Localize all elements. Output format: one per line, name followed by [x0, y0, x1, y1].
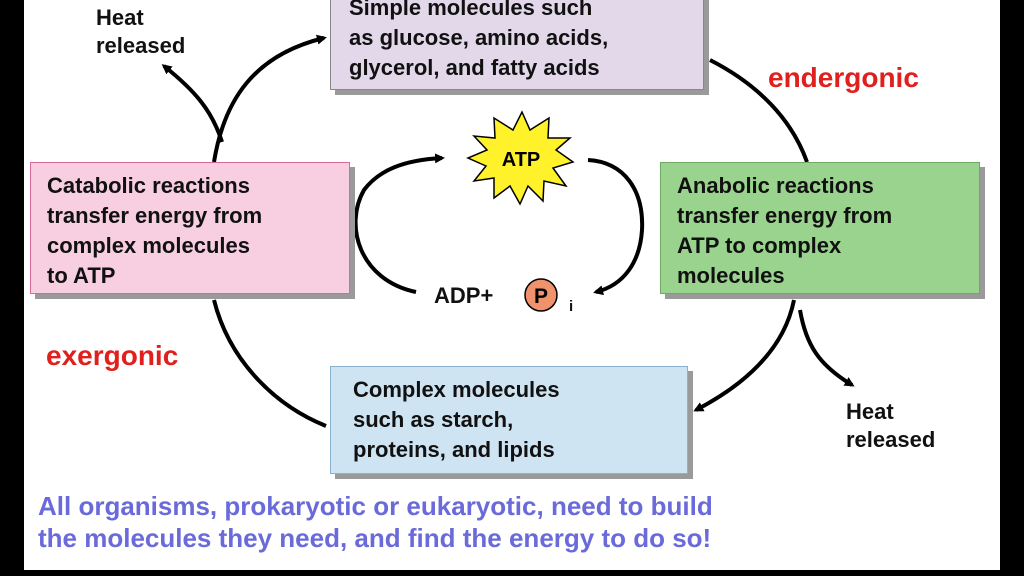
heat-left-line: Heat — [96, 5, 144, 30]
anabolic-reactions-box: Anabolic reactions transfer energy from … — [660, 162, 980, 294]
complex-molecules-box: Complex molecules such as starch, protei… — [330, 366, 688, 474]
adp-label: ADP+ — [434, 283, 494, 308]
heat-left-line: released — [96, 33, 186, 58]
anabolic-line: Anabolic reactions — [677, 173, 874, 198]
heat-right-line: released — [846, 427, 936, 452]
cycle-arrows: ATP P — [161, 34, 855, 428]
catabolic-reactions-box: Catabolic reactions transfer energy from… — [30, 162, 350, 294]
catabolic-line: to ATP — [47, 263, 116, 288]
heat-released-left: Heat released — [96, 4, 185, 60]
anabolic-line: molecules — [677, 263, 785, 288]
arrow-adp-to-atp — [353, 153, 445, 294]
anabolic-line: transfer energy from — [677, 203, 893, 228]
arrow-heat-right — [798, 309, 855, 387]
complex-line: proteins, and lipids — [353, 437, 555, 462]
footer-caption: All organisms, prokaryotic or eukaryotic… — [38, 490, 998, 554]
simple-molecules-box: Simple molecules such as glucose, amino … — [330, 0, 704, 90]
endergonic-label: endergonic — [768, 62, 919, 93]
arrow-atp-to-adp — [587, 158, 645, 296]
catabolic-line: complex molecules — [47, 233, 250, 258]
atp-label: ATP — [502, 149, 541, 171]
phosphate-circle-icon — [524, 278, 558, 312]
phosphate-label: P — [534, 285, 548, 308]
arrow-complex-to-catabolic — [212, 299, 327, 428]
arrow-simple-to-anabolic — [709, 58, 809, 163]
anabolic-line: ATP to complex — [677, 233, 842, 258]
complex-line: such as starch, — [353, 407, 514, 432]
catabolic-line: Catabolic reactions — [47, 173, 250, 198]
simple-line: as glucose, amino acids, — [349, 25, 609, 50]
arrow-catabolic-to-simple — [212, 34, 327, 163]
arrow-anabolic-to-complex — [693, 299, 796, 412]
heat-right-line: Heat — [846, 399, 894, 424]
complex-line: Complex molecules — [353, 377, 560, 402]
diagram-canvas: ATP P Simple molecules such as glucose, … — [24, 0, 1000, 570]
heat-released-right: Heat released — [846, 398, 935, 454]
footer-line: All organisms, prokaryotic or eukaryotic… — [38, 491, 713, 521]
arrow-heat-left — [161, 64, 224, 143]
phosphate-subscript: i — [569, 298, 574, 315]
simple-line: glycerol, and fatty acids — [349, 55, 600, 80]
catabolic-line: transfer energy from — [47, 203, 263, 228]
atp-star-icon — [466, 110, 575, 206]
exergonic-label: exergonic — [46, 340, 179, 371]
simple-line: Simple molecules such — [349, 0, 593, 20]
footer-line: the molecules they need, and find the en… — [38, 523, 712, 553]
